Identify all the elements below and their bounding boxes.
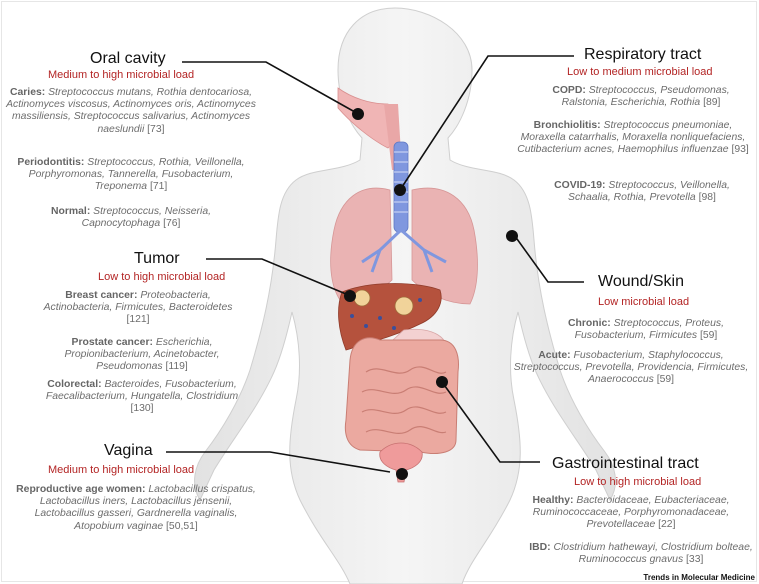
oral-periodontitis-entry: Periodontitis: Streptococcus, Rothia, Ve… [6,157,256,194]
entry-text: Clostridium hathewayi, Clostridium bolte… [554,542,753,565]
entry-label: Caries: [10,87,45,98]
entry-ref: [93] [731,144,748,155]
entry-label: Bronchiolitis: [534,120,601,131]
vagina-title: Vagina [104,442,153,460]
vagina-reproductive-entry: Reproductive age women: Lactobacillus cr… [10,484,262,533]
entry-label: Chronic: [568,318,611,329]
respiratory-bronchiolitis-entry: Bronchiolitis: Streptococcus pneumoniae,… [510,120,756,157]
entry-ref: [50,51] [166,521,198,532]
oral-cavity-title: Oral cavity [90,50,166,68]
entry-label: Reproductive age women: [16,484,145,495]
wound-skin-load: Low microbial load [598,296,689,308]
tumor-title: Tumor [134,250,180,268]
oral-cavity-load: Medium to high microbial load [48,69,194,81]
wound-chronic-entry: Chronic: Streptococcus, Proteus, Fusobac… [548,318,744,342]
entry-ref: [98] [699,192,716,203]
entry-ref: [33] [686,554,703,565]
tumor-prostate-entry: Prostate cancer: Escherichia, Propioniba… [42,337,242,374]
tumor-load: Low to high microbial load [98,271,225,283]
tumor-breast-entry: Breast cancer: Proteobacteria, Actinobac… [40,290,236,327]
respiratory-tract-load: Low to medium microbial load [567,66,713,78]
entry-label: Normal: [51,206,90,217]
gi-tract-title: Gastrointestinal tract [552,455,699,473]
entry-text: Streptococcus, Neisseria, Capnocytophaga [82,206,211,229]
entry-ref: [59] [700,330,717,341]
intestines [345,338,458,454]
entry-label: Acute: [538,350,570,361]
oral-normal-entry: Normal: Streptococcus, Neisseria, Capnoc… [20,206,242,230]
entry-label: Colorectal: [47,379,101,390]
entry-label: IBD: [529,542,550,553]
respiratory-tract-title: Respiratory tract [584,46,701,64]
entry-label: COPD: [552,85,585,96]
oral-caries-entry: Caries: Streptococcus mutans, Rothia den… [0,87,262,136]
entry-ref: [73] [147,124,164,135]
entry-ref: [22] [658,519,675,530]
entry-label: Healthy: [533,495,574,506]
entry-ref: [89] [703,97,720,108]
respiratory-copd-entry: COPD: Streptococcus, Pseudomonas, Ralsto… [528,85,754,109]
entry-label: Prostate cancer: [72,337,153,348]
entry-ref: [119] [165,361,187,372]
tumor-colorectal-entry: Colorectal: Bacteroides, Fusobacterium, … [40,379,244,416]
entry-label: Periodontitis: [17,157,84,168]
entry-ref: [71] [150,181,167,192]
entry-ref: [76] [163,218,180,229]
respiratory-covid-entry: COVID-19: Streptococcus, Veillonella, Sc… [540,180,744,204]
gi-ibd-entry: IBD: Clostridium hathewayi, Clostridium … [526,542,756,566]
journal-credit: Trends in Molecular Medicine [643,573,755,582]
entry-ref: [130] [130,403,153,414]
vagina-load: Medium to high microbial load [48,464,194,476]
entry-ref: [121] [126,314,149,325]
gi-healthy-entry: Healthy: Bacteroidaceae, Eubacteriaceae,… [504,495,758,532]
entry-label: COVID-19: [554,180,605,191]
wound-acute-entry: Acute: Fusobacterium, Staphylococcus, St… [506,350,756,387]
entry-ref: [59] [657,374,674,385]
gi-tract-load: Low to high microbial load [574,476,701,488]
entry-label: Breast cancer: [65,290,137,301]
wound-skin-title: Wound/Skin [598,273,684,291]
